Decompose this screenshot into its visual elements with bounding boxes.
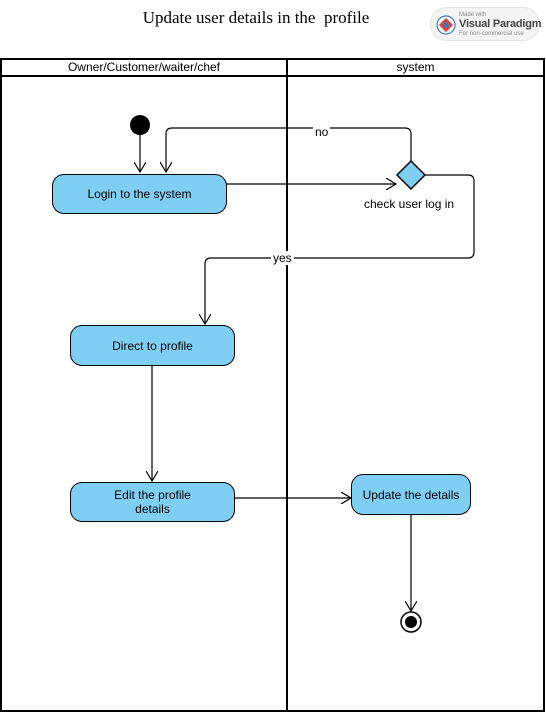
badge-made-with: Made with	[459, 12, 487, 18]
guard-label-yes: yes	[271, 251, 294, 265]
direct-to-profile-activity[interactable]: Direct to profile	[70, 325, 235, 366]
update-details-activity[interactable]: Update the details	[351, 474, 471, 515]
edge-decision-no	[166, 127, 412, 172]
decision-label: check user log in	[364, 197, 455, 211]
edge-decision-yes	[205, 174, 475, 324]
final-node-core	[405, 616, 417, 628]
initial-node	[130, 115, 150, 135]
guard-label-no: no	[313, 125, 331, 139]
lane-title-actor: Owner/Customer/waiter/chef	[67, 60, 221, 74]
diagram-title: Update user details in the profile	[142, 8, 370, 27]
login-activity[interactable]: Login to the system	[52, 174, 227, 214]
badge-subtitle: For non-commercial use	[459, 31, 524, 37]
visual-paradigm-logo-icon	[436, 15, 456, 35]
decision-node	[395, 159, 427, 191]
visual-paradigm-badge: Made with Visual Paradigm For non-commer…	[430, 7, 542, 41]
edit-profile-details-activity[interactable]: Edit the profile details	[70, 482, 235, 522]
lane-title-system: system	[396, 60, 435, 74]
badge-brand: Visual Paradigm	[459, 18, 542, 30]
swimlane-frame	[0, 58, 545, 712]
